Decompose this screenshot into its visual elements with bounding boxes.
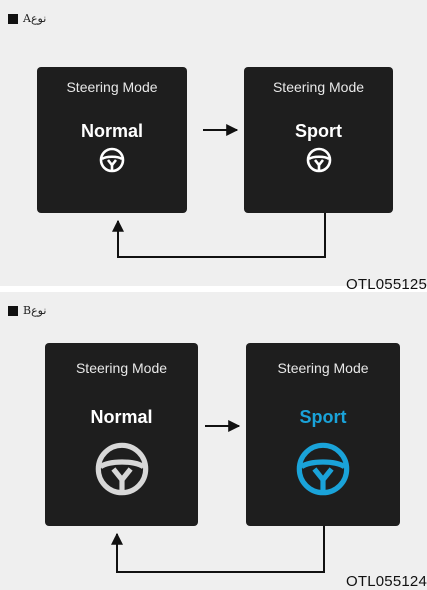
square-bullet-icon — [8, 305, 18, 316]
mode-name: Sport — [299, 407, 347, 427]
return-arrow — [111, 526, 325, 573]
type-b-panel: نوعB Steering Mode Normal Steering Mode … — [0, 292, 427, 590]
mode-name: Normal — [90, 407, 153, 427]
steering-wheel-icon — [296, 442, 350, 496]
type-a-label-text: نوعA — [23, 12, 47, 25]
steering-wheel-icon — [95, 442, 148, 496]
normal-mode-screen: Steering Mode Normal — [37, 67, 187, 213]
steering-wheel-icon — [306, 147, 331, 173]
sport-mode-screen: Steering Mode Sport — [244, 67, 393, 213]
steering-wheel-icon — [99, 147, 125, 173]
screen-heading: Steering Mode — [272, 79, 365, 95]
mode-cycle-arrows — [112, 124, 326, 258]
screen-heading: Steering Mode — [75, 360, 168, 376]
screen-heading: Steering Mode — [66, 79, 158, 95]
type-b-label-text: نوعB — [23, 304, 47, 317]
type-a-label: نوعA — [8, 12, 46, 25]
mode-name: Normal — [80, 121, 143, 141]
mode-cycle-arrows — [111, 420, 325, 573]
square-bullet-icon — [8, 13, 18, 24]
figure-code: OTL055125 — [345, 276, 427, 293]
normal-mode-screen: Steering Mode Normal — [45, 343, 198, 526]
return-arrow — [112, 213, 326, 258]
sport-mode-screen: Steering Mode Sport — [246, 343, 400, 526]
type-a-panel: نوعA Steering Mode Normal Steering Mode … — [0, 0, 427, 293]
screen-heading: Steering Mode — [277, 360, 369, 376]
type-b-label: نوعB — [8, 304, 46, 317]
figure-code: OTL055124 — [345, 573, 427, 590]
mode-name: Sport — [295, 121, 342, 141]
